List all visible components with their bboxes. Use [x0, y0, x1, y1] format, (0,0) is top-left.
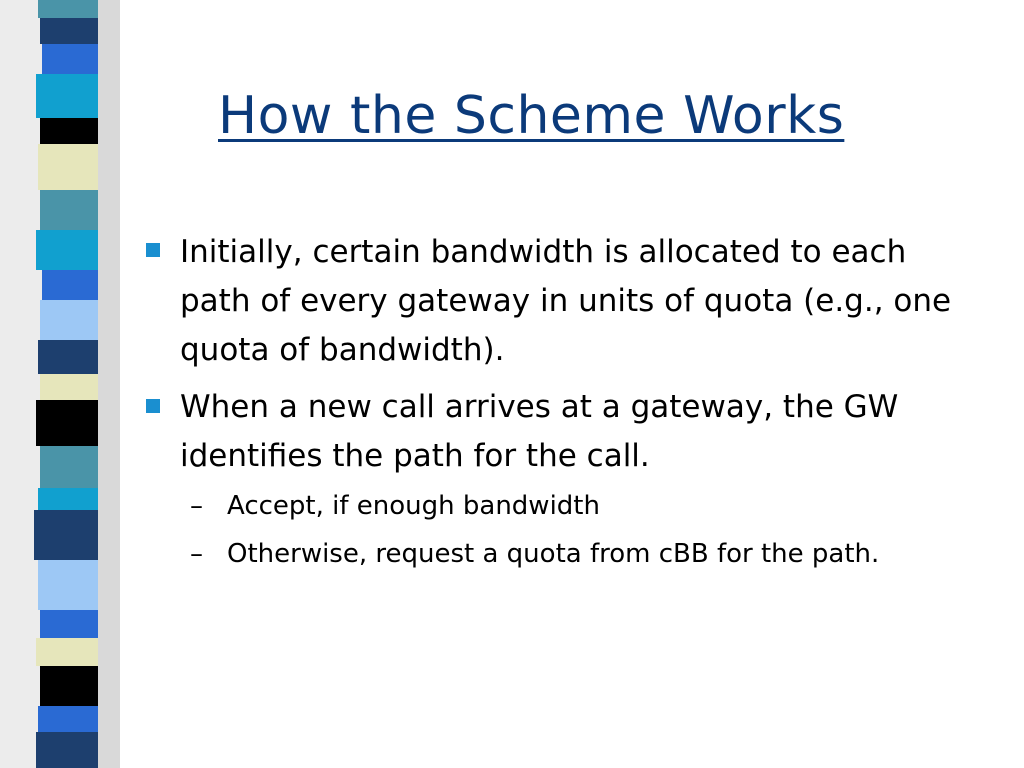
stripe-band [40, 118, 98, 144]
sub-bullet-dash: – [190, 539, 203, 569]
slide-title: How the Scheme Works [218, 86, 845, 146]
sub-bullet-text: Otherwise, request a quota from cBB for … [227, 539, 880, 569]
stripe-band [40, 446, 98, 488]
stripe-band [36, 638, 98, 666]
stripe-band [40, 374, 98, 400]
sub-bullet-text: Accept, if enough bandwidth [227, 491, 600, 521]
stripe-band [40, 610, 98, 638]
stripe-band [36, 74, 98, 118]
bullet-marker-icon [146, 243, 160, 257]
bullet-text: Initially, certain bandwidth is allocate… [180, 234, 952, 368]
stripe-band [38, 488, 98, 510]
bullet-marker-icon [146, 399, 160, 413]
stripe-band [40, 190, 98, 230]
stripe-band [40, 666, 98, 706]
stripe-band [42, 270, 98, 300]
stripe-band [38, 0, 98, 18]
stripe-band [38, 560, 98, 610]
stripe-band [38, 706, 98, 732]
stripe-band [36, 230, 98, 270]
decorative-stripe-bar [0, 0, 120, 768]
stripe-band [40, 300, 98, 340]
stripe-band [36, 732, 98, 768]
stripe-band [40, 18, 98, 44]
sub-bullet-dash: – [190, 491, 203, 521]
stripe-band [38, 144, 98, 190]
bullet-text: When a new call arrives at a gateway, th… [180, 389, 899, 474]
stripe-band [38, 340, 98, 374]
stripe-band [36, 400, 98, 446]
stripe-band [42, 44, 98, 74]
stripe-band [34, 510, 98, 560]
